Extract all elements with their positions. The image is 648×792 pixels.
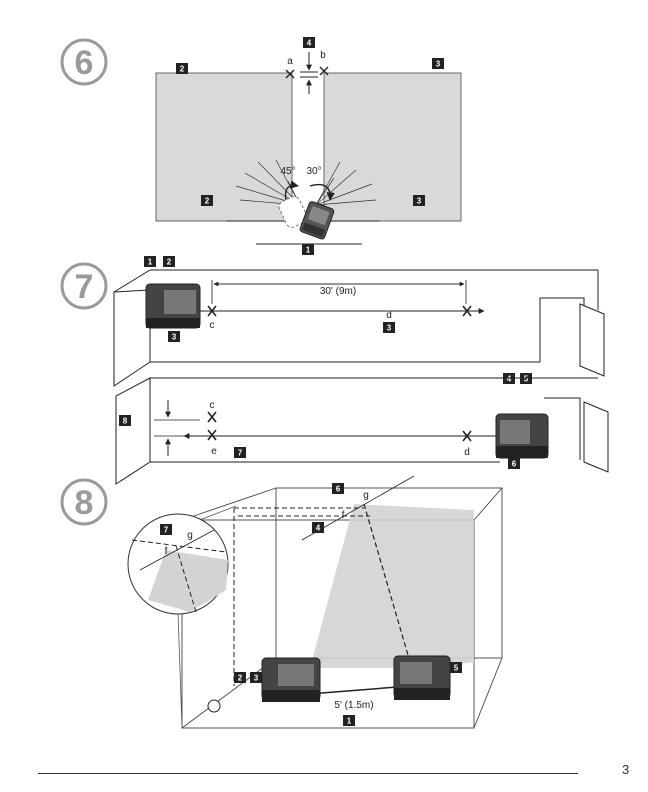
- svg-text:4: 4: [316, 524, 321, 533]
- svg-text:4: 4: [507, 375, 512, 384]
- svg-text:2: 2: [205, 197, 210, 206]
- angle-45-label: 45°: [280, 166, 295, 177]
- distance-30ft-label: 30' (9m): [320, 286, 356, 297]
- laser-tool-upper: [146, 284, 200, 328]
- svg-text:7: 7: [238, 449, 243, 458]
- svg-text:1: 1: [347, 717, 352, 726]
- svg-text:6: 6: [75, 44, 94, 82]
- step-7-circle: 7: [62, 264, 106, 308]
- svg-text:7: 7: [164, 526, 169, 535]
- svg-text:1: 1: [148, 258, 153, 267]
- svg-text:6: 6: [512, 460, 517, 469]
- step-6-circle: 6: [62, 40, 106, 84]
- svg-text:2: 2: [238, 674, 243, 683]
- label-c-lower: c: [210, 400, 215, 411]
- svg-text:3: 3: [436, 60, 441, 69]
- laser-tool-right: [394, 656, 450, 700]
- footer-rule: [38, 773, 578, 774]
- figure7-top-badges: 1 2: [144, 256, 175, 267]
- figure-8: 8 g f 6 4: [62, 476, 502, 728]
- label-d-upper: d: [386, 310, 392, 321]
- svg-text:3: 3: [417, 197, 422, 206]
- svg-text:7: 7: [75, 268, 94, 306]
- label-g-main: g: [363, 490, 369, 501]
- svg-text:3: 3: [254, 674, 259, 683]
- label-b: b: [320, 50, 326, 61]
- laser-plane: [310, 504, 474, 668]
- figure-7: 7 1 2 30' (9m): [62, 256, 608, 484]
- svg-text:8: 8: [123, 417, 128, 426]
- svg-text:3: 3: [172, 333, 177, 342]
- svg-text:5: 5: [454, 664, 459, 673]
- page-number: 3: [622, 762, 629, 777]
- svg-text:8: 8: [75, 484, 94, 522]
- figure-6: 6 a b 45° 30°: [62, 37, 461, 255]
- label-c-upper: c: [210, 320, 215, 331]
- label-d-lower: d: [464, 447, 470, 458]
- wall-left: [156, 73, 292, 221]
- laser-tool-left: [262, 658, 320, 702]
- step-8-circle: 8: [62, 480, 106, 524]
- svg-text:6: 6: [336, 485, 341, 494]
- label-a: a: [287, 56, 293, 67]
- svg-text:3: 3: [387, 324, 392, 333]
- label-f-detail: f: [165, 546, 168, 557]
- label-f-main: f: [342, 510, 345, 521]
- laser-tool-lower: [496, 414, 548, 458]
- svg-text:5: 5: [524, 375, 529, 384]
- label-g-detail: g: [187, 530, 193, 541]
- x-mark-c-lower: [208, 412, 216, 422]
- svg-text:2: 2: [180, 65, 185, 74]
- svg-text:1: 1: [306, 246, 311, 255]
- label-e: e: [211, 446, 217, 457]
- svg-text:4: 4: [307, 39, 312, 48]
- x-mark-e-lower: [208, 430, 216, 440]
- wall-right: [324, 73, 461, 221]
- distance-5ft-label: 5' (1.5m): [334, 700, 373, 711]
- svg-text:2: 2: [167, 258, 172, 267]
- angle-30-label: 30°: [306, 166, 321, 177]
